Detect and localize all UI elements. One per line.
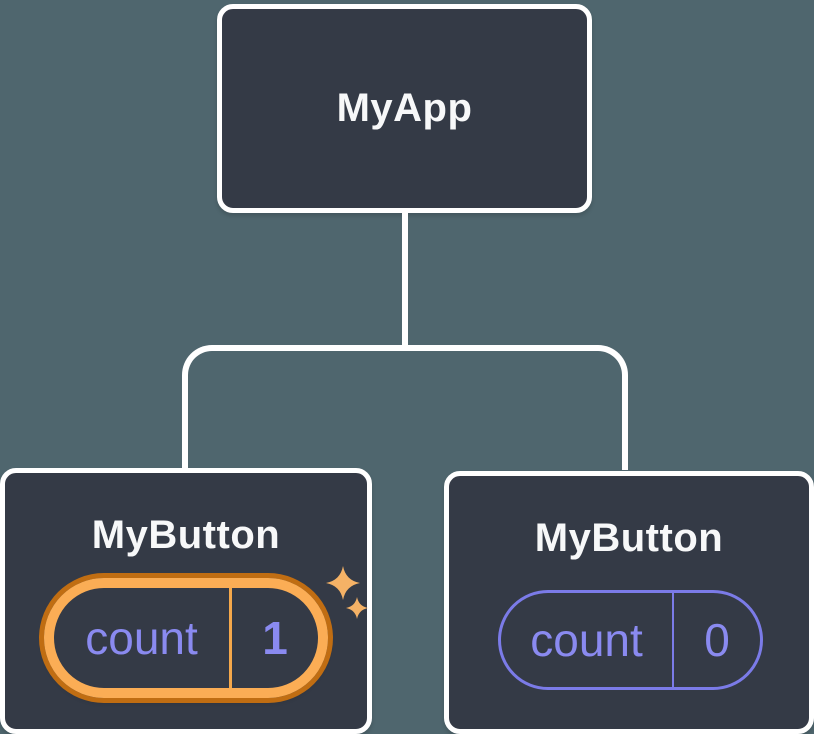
state-name-label: count xyxy=(85,612,198,664)
pill-divider xyxy=(672,593,674,687)
tree-node-child-left: MyButton count 1 xyxy=(0,468,372,734)
child-node-title: MyButton xyxy=(91,513,281,557)
tree-node-root: MyApp xyxy=(217,4,592,213)
state-name-label: count xyxy=(530,614,643,666)
connector-children-bracket xyxy=(182,345,628,470)
tree-node-child-right: MyButton count 0 xyxy=(444,471,814,734)
state-pill-highlighted: count 1 xyxy=(44,578,328,698)
connector-root-stem xyxy=(402,212,408,348)
state-value: 1 xyxy=(262,612,288,664)
state-pill: count 0 xyxy=(498,590,763,690)
state-value: 0 xyxy=(704,614,730,666)
pill-divider xyxy=(229,588,232,688)
child-node-title: MyButton xyxy=(534,516,724,560)
root-node-title: MyApp xyxy=(336,86,473,130)
sparkles-icon xyxy=(326,566,368,619)
